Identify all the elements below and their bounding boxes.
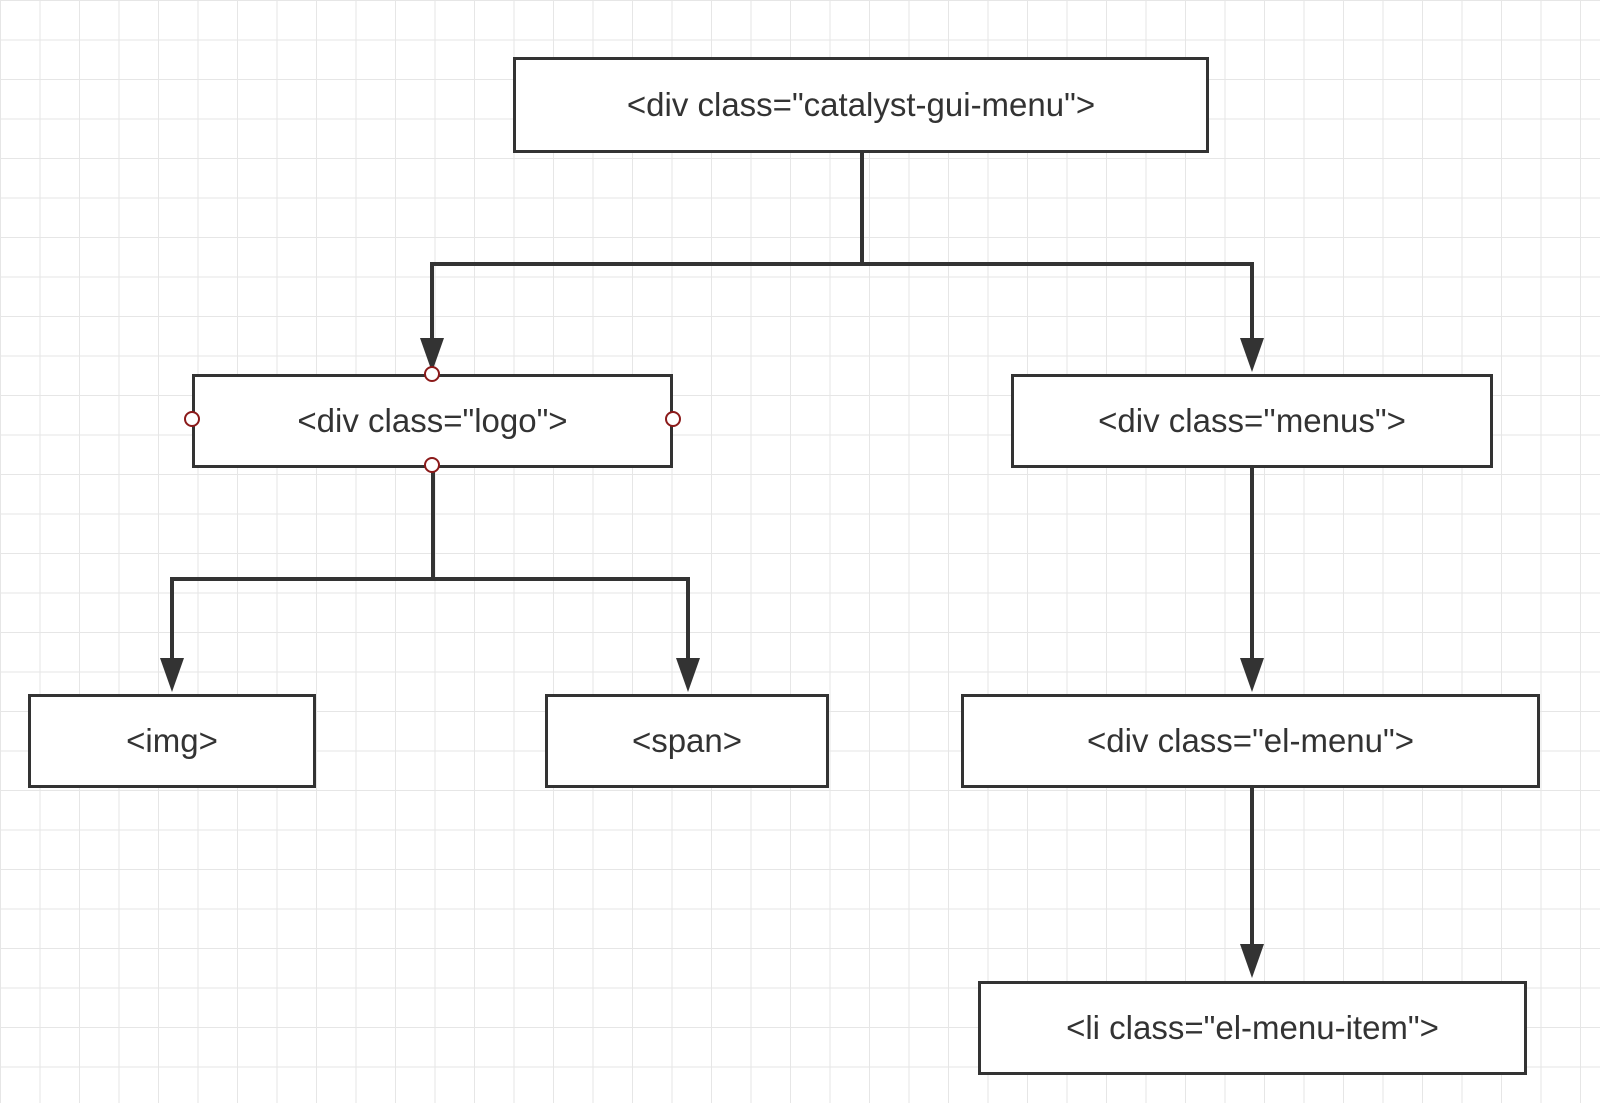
arrowhead-logo — [420, 338, 444, 372]
node-menus-label: <div class=''menus"> — [1098, 402, 1406, 439]
node-el-menu-div[interactable]: <div class="el-menu"> — [961, 694, 1540, 788]
node-img[interactable]: <img> — [28, 694, 316, 788]
edge-logo-span[interactable] — [433, 577, 690, 660]
edge-root-logo[interactable] — [430, 153, 864, 340]
selection-handle-bottom[interactable] — [424, 457, 440, 473]
node-el-menu-item-li[interactable]: <li class="el-menu-item"> — [978, 981, 1527, 1075]
selection-handle-left[interactable] — [184, 411, 200, 427]
arrowhead-menus — [1240, 338, 1264, 372]
node-el-menu-label: <div class="el-menu"> — [1086, 722, 1414, 759]
node-root-div[interactable]: <div class="catalyst-gui-menu"> — [513, 57, 1209, 153]
edge-logo-img[interactable] — [170, 472, 435, 660]
arrowhead-elmenuitem — [1240, 944, 1264, 978]
node-el-menu-item-label: <li class="el-menu-item"> — [1066, 1009, 1439, 1046]
arrowhead-img — [160, 658, 184, 692]
selection-handle-right[interactable] — [665, 411, 681, 427]
arrowhead-elmenu — [1240, 658, 1264, 692]
arrowhead-span — [676, 658, 700, 692]
node-span[interactable]: <span> — [545, 694, 829, 788]
node-root-label: <div class="catalyst-gui-menu"> — [626, 86, 1096, 123]
node-span-label: <span> — [631, 722, 743, 759]
node-logo-label: <div class="logo"> — [297, 402, 568, 439]
selection-handle-top[interactable] — [424, 366, 440, 382]
node-menus-div[interactable]: <div class=''menus"> — [1011, 374, 1493, 468]
edge-root-menus[interactable] — [862, 262, 1254, 340]
node-logo-div[interactable]: <div class="logo"> — [192, 374, 673, 468]
node-img-label: <img> — [126, 722, 218, 759]
